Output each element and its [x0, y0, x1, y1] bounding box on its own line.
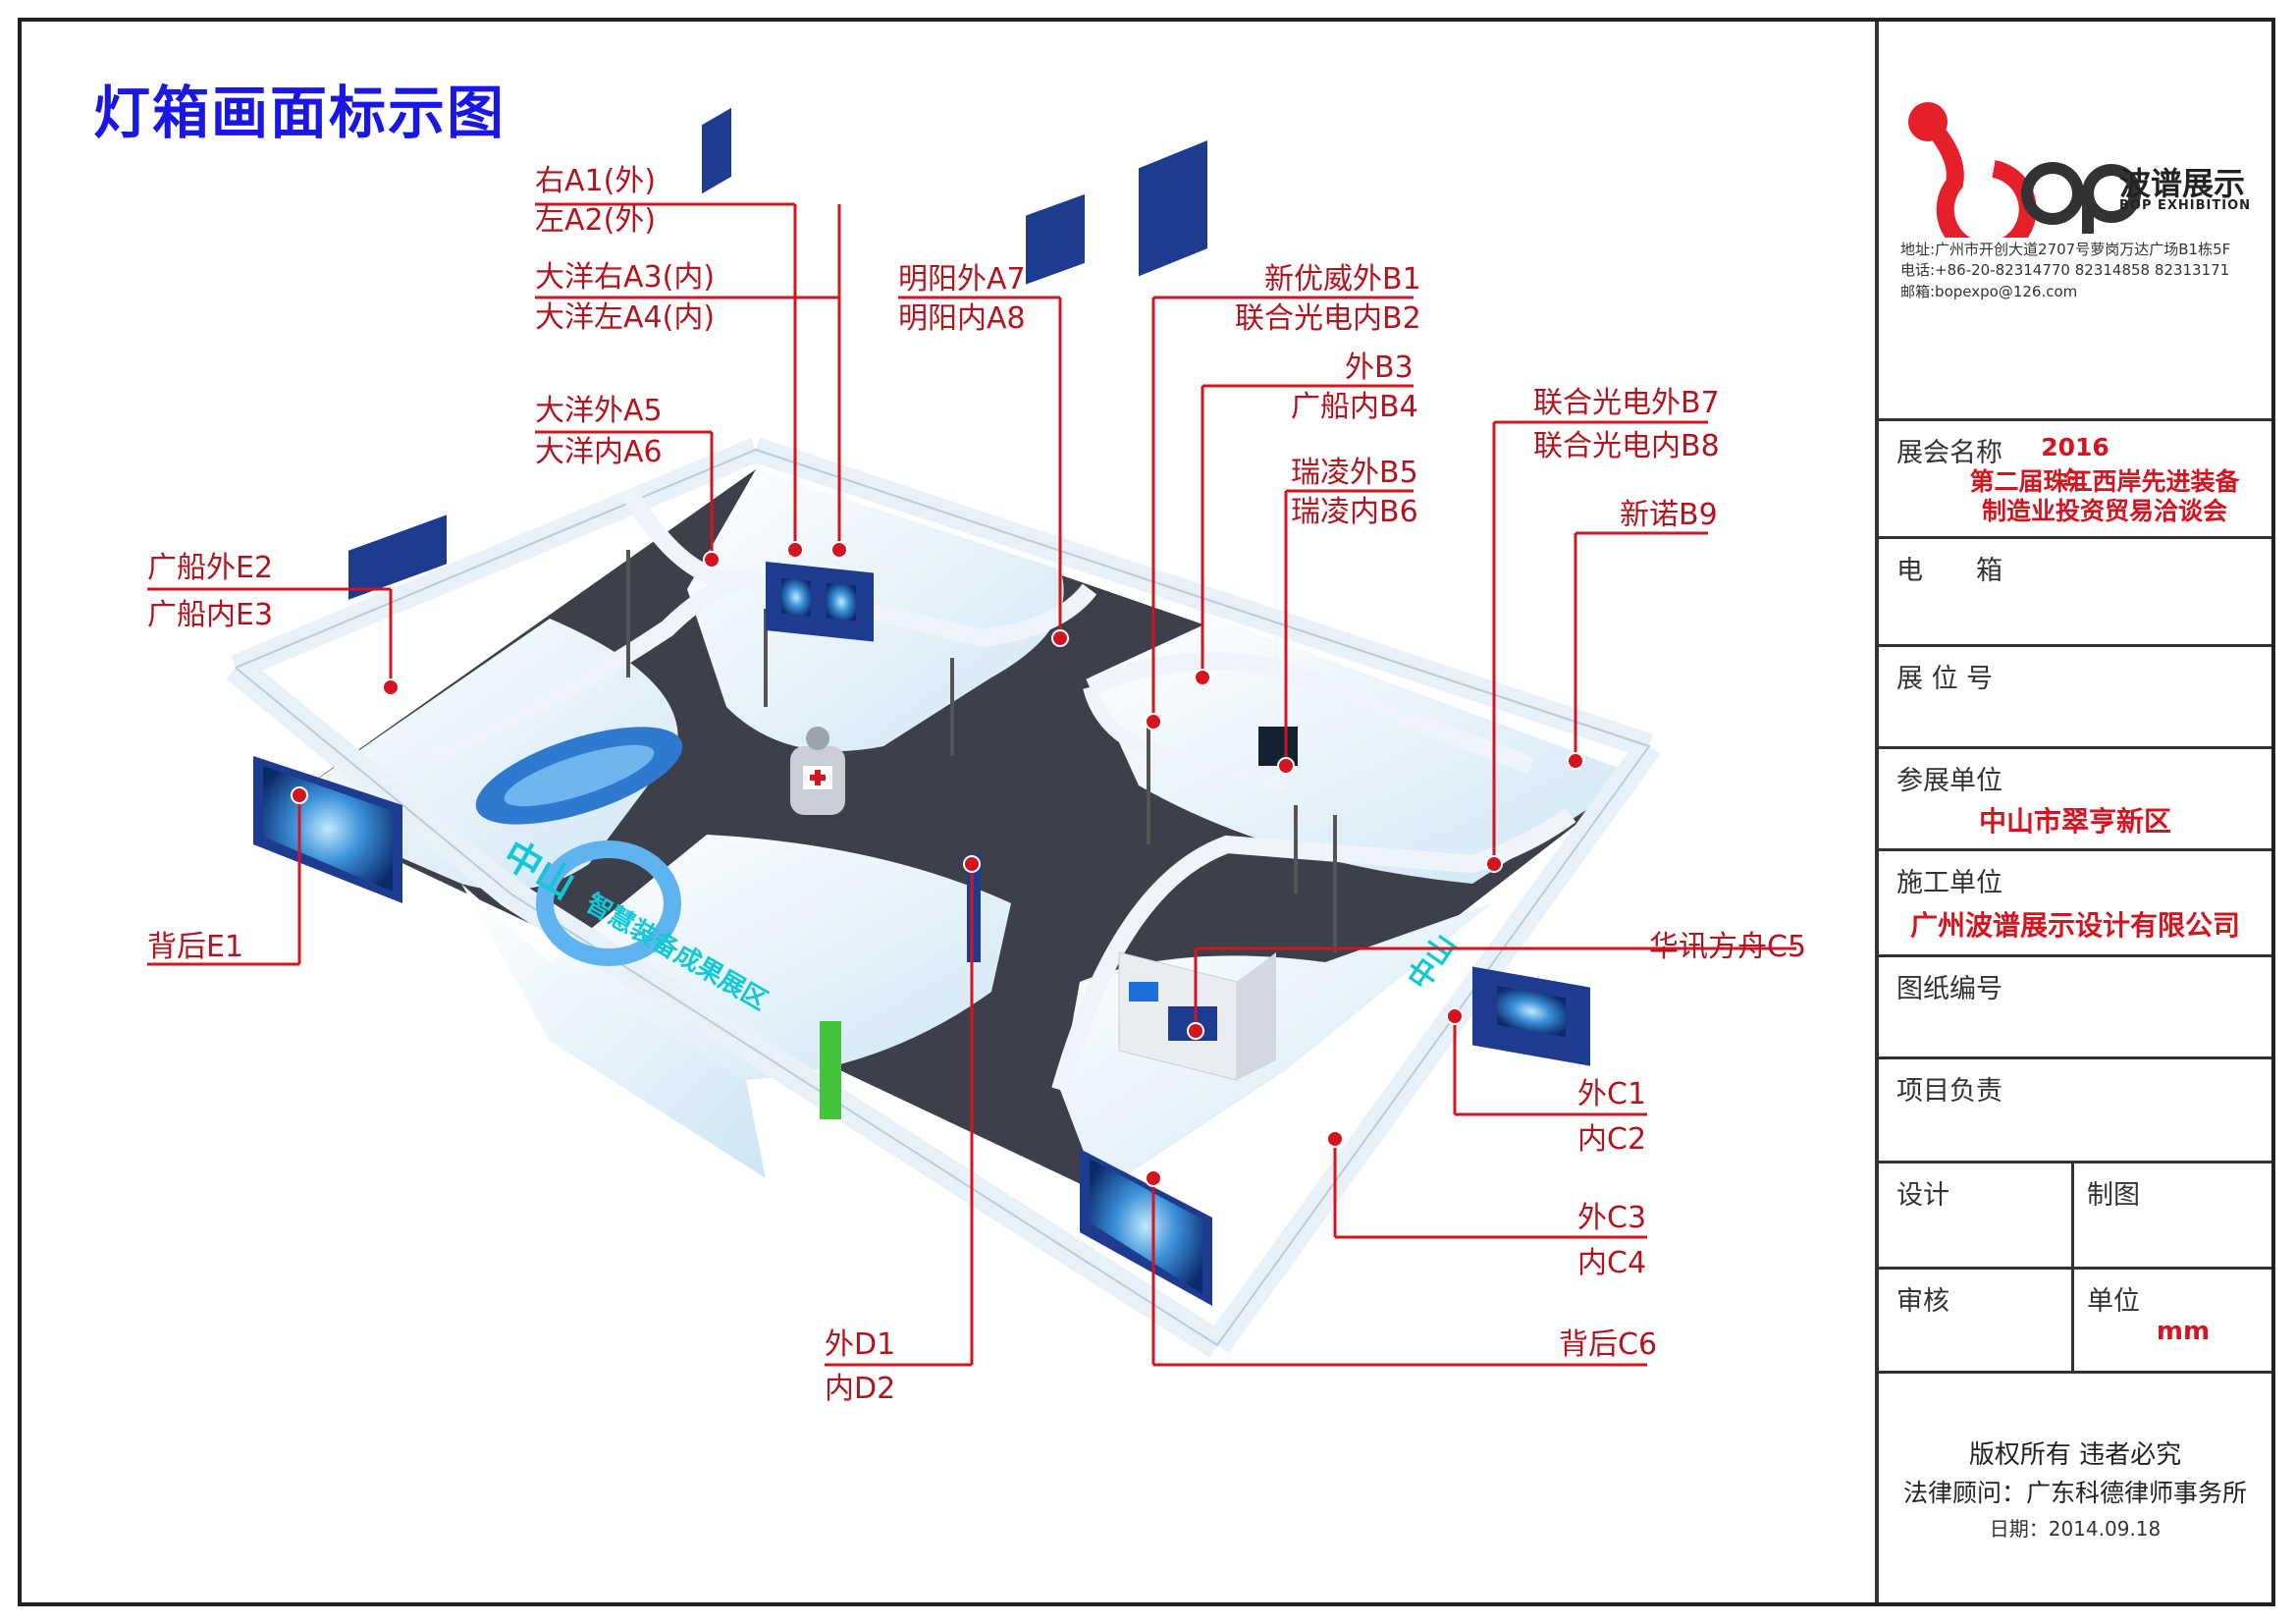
row-booth-no: 展 位 号: [1879, 644, 2271, 746]
builder-label: 施工单位: [1896, 868, 2002, 898]
project-lead-label: 项目负责: [1896, 1076, 2002, 1107]
drawing-frame: [18, 18, 2275, 1606]
callout-b2: 联合光电内B2: [1235, 301, 1421, 336]
callout-e3: 广船内E3: [147, 598, 274, 632]
island-right: [1090, 619, 1639, 884]
row-drawing-no: 图纸编号: [1879, 954, 2271, 1056]
callout-c1: 外C1: [1577, 1077, 1647, 1111]
legal-counsel: 法律顾问：广东科德律师事务所: [1902, 1479, 2247, 1507]
callout-b8: 联合光电内B8: [1533, 429, 1720, 463]
row-lightbox: 电 箱: [1879, 536, 2271, 644]
callout-b5: 瑞凌外B5: [1291, 456, 1418, 490]
unit-label: 单位: [2087, 1286, 2140, 1317]
drawing-date: 日期：2014.09.18: [1989, 1517, 2162, 1541]
company-name-en: BOP EXHIBITION: [2119, 198, 2252, 213]
callout-b3: 外B3: [1345, 351, 1414, 385]
booth-no-label: 展 位 号: [1896, 664, 1994, 694]
callout-b6: 瑞凌内B6: [1291, 495, 1418, 529]
lightbox-label: 电 箱: [1896, 556, 2002, 586]
exhibition-label: 展会名称: [1896, 438, 2002, 468]
drawing-no-label: 图纸编号: [1896, 974, 2002, 1004]
exhibition-year: 2016年: [2041, 433, 2109, 495]
company-address: 地址:广州市开创大道2707号萝岗万达广场B1栋5F: [1900, 241, 2231, 258]
row-project-lead: 项目负责: [1879, 1056, 2271, 1161]
callout-a3: 大洋右A3(内): [535, 260, 716, 295]
title-block: 波谱展示 BOP EXHIBITION 地址:广州市开创大道2707号萝岗万达广…: [1875, 22, 2271, 1602]
green-column: [820, 1021, 841, 1119]
callout-a7: 明阳外A7: [898, 262, 1026, 297]
exhibition-name-2: 制造业投资贸易洽谈会: [1981, 497, 2227, 525]
callout-b7: 联合光电外B7: [1533, 386, 1720, 420]
unit-value: mm: [2156, 1317, 2211, 1346]
ring-structure: [536, 840, 681, 966]
exhibitor-value: 中山市翠亨新区: [1978, 805, 2171, 838]
callout-a2: 左A2(外): [535, 203, 657, 238]
company-email: 邮箱:bopexpo@126.com: [1900, 283, 2078, 300]
exhibition-name-1: 第二届珠江西岸先进装备: [1969, 467, 2240, 496]
callout-b1: 新优威外B1: [1264, 262, 1421, 297]
callout-e1: 背后E1: [147, 930, 244, 964]
review-label: 审核: [1896, 1286, 1949, 1317]
company-phone: 电话:+86-20-82314770 82314858 82313171: [1900, 261, 2230, 279]
row-copyright: 版权所有 违者必究 法律顾问：广东科德律师事务所 日期：2014.09.18: [1879, 1371, 2271, 1602]
callout-b9: 新诺B9: [1620, 498, 1718, 532]
anchor-dots: [291, 541, 1584, 1187]
callout-a8: 明阳内A8: [898, 301, 1026, 336]
callout-c4: 内C4: [1577, 1246, 1647, 1280]
row-design: 设计 制图: [1879, 1161, 2271, 1270]
bop-logo: [1900, 100, 2146, 260]
beam-inner-4: [1051, 807, 1576, 1093]
company-name-cn: 波谱展示: [2119, 165, 2246, 202]
copyright-text: 版权所有 违者必究: [1968, 1440, 2182, 1470]
callout-c3: 外C3: [1577, 1201, 1647, 1235]
row-exhibition: 展会名称 2016年 第二届珠江西岸先进装备 制造业投资贸易洽谈会: [1879, 418, 2271, 536]
row-exhibitor: 参展单位 中山市翠亨新区: [1879, 746, 2271, 848]
row-builder: 施工单位 广州波谱展示设计有限公司: [1879, 848, 2271, 954]
callout-a5: 大洋外A5: [535, 394, 663, 428]
callout-b4: 广船内B4: [1291, 390, 1418, 424]
row-review: 审核 单位 mm: [1879, 1267, 2271, 1374]
callout-a6: 大洋内A6: [535, 435, 663, 469]
beam-inner-3: [1086, 652, 1535, 775]
callout-c2: 内C2: [1577, 1122, 1647, 1157]
callout-c5: 华讯方舟C5: [1649, 930, 1807, 964]
builder-value: 广州波谱展示设计有限公司: [1909, 909, 2240, 942]
callout-a1: 右A1(外): [535, 164, 657, 198]
drafting-label: 制图: [2087, 1180, 2140, 1211]
leader-lines: [147, 202, 1796, 1367]
island-bottom-left: [461, 884, 766, 1178]
exhibitor-label: 参展单位: [1896, 766, 2002, 796]
beam-inner-2: [428, 570, 749, 765]
callout-e2: 广船外E2: [147, 551, 274, 585]
callout-a4: 大洋左A4(内): [535, 300, 716, 335]
callout-d2: 内D2: [825, 1372, 896, 1406]
robot-model: [790, 727, 845, 815]
callout-d1: 外D1: [825, 1327, 896, 1362]
design-label: 设计: [1896, 1180, 1949, 1211]
screen-c6: [1080, 1149, 1212, 1306]
booth-rendering: 中山 智慧装备成果展区 中山: [147, 107, 1796, 1367]
callout-c6: 背后C6: [1559, 1327, 1658, 1362]
page-title: 灯箱画面标示图: [93, 80, 507, 146]
kiosk-c5: [1118, 951, 1276, 1081]
